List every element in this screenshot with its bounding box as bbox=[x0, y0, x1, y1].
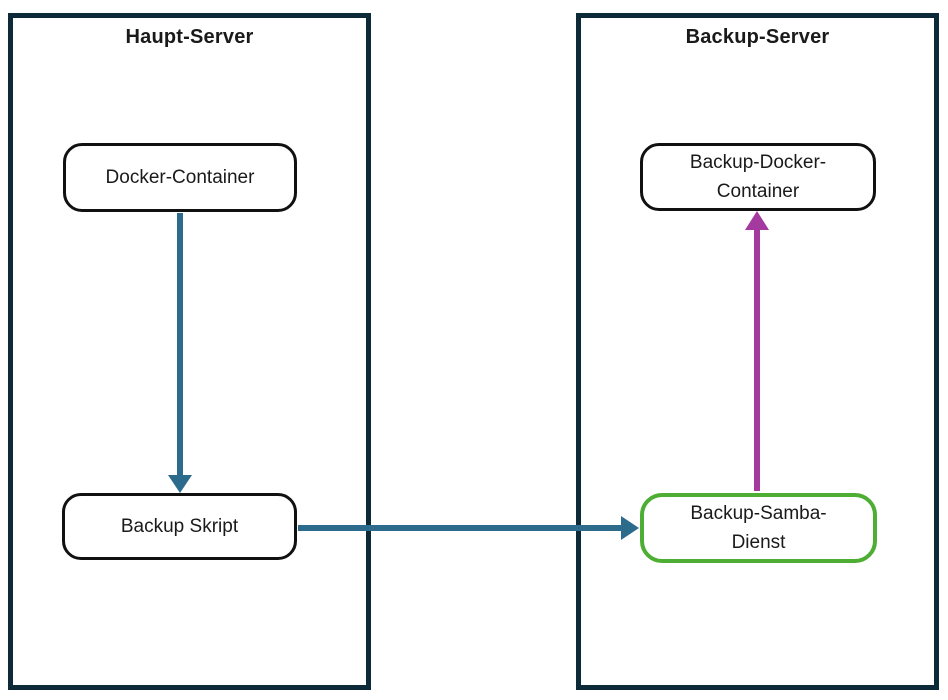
group-title-haupt-server: Haupt-Server bbox=[125, 26, 254, 48]
node-label: Docker-Container bbox=[105, 166, 255, 188]
group-title-backup-server: Backup-Server bbox=[685, 26, 830, 48]
node-label: Backup Skript bbox=[120, 515, 239, 537]
node-label-line2: Dienst bbox=[731, 532, 786, 553]
node-backup-skript: Backup Skript bbox=[62, 493, 297, 560]
server-group-haupt: Haupt-Server bbox=[8, 13, 371, 690]
node-label-line1: Backup-Samba- bbox=[690, 502, 827, 524]
node-docker-container: Docker-Container bbox=[63, 143, 297, 212]
node-label-line2: Container bbox=[716, 181, 800, 202]
server-group-backup: Backup-Server bbox=[576, 13, 939, 690]
node-backup-samba-dienst: Backup-Samba- Dienst bbox=[640, 493, 877, 563]
node-label-line1: Backup-Docker- bbox=[689, 151, 827, 173]
node-backup-docker-container: Backup-Docker- Container bbox=[640, 143, 876, 211]
